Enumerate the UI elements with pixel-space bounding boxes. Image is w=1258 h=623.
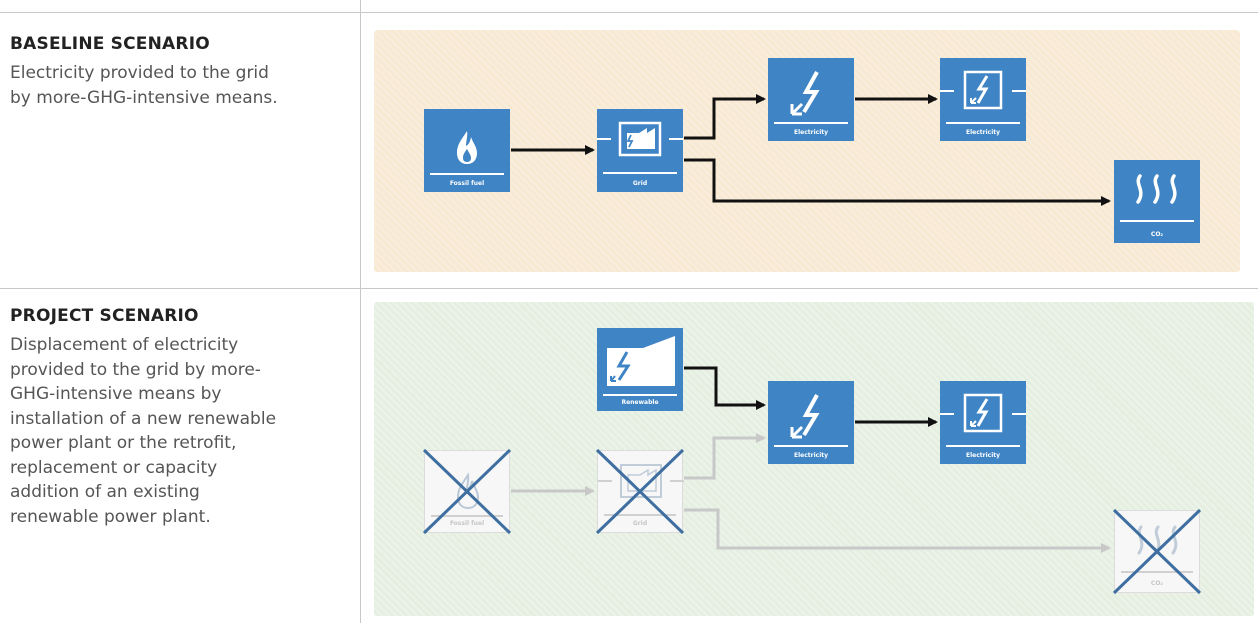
electricity-label: Electricity [965, 452, 1001, 459]
top-divider [0, 12, 1258, 13]
power-plant-icon [597, 121, 683, 157]
electricity-icon [790, 71, 820, 116]
node-rule [774, 445, 848, 447]
flame-icon [457, 131, 477, 164]
emissions-icon [1136, 174, 1177, 204]
arrow-grid-to-electricity [684, 94, 766, 140]
electricity-icon [790, 394, 820, 439]
node-rule [431, 515, 503, 517]
co2-label: CO₂ [1150, 580, 1164, 587]
arrow-grid-to-co2 [684, 158, 1111, 206]
node-rule [774, 122, 848, 124]
project-electricity-node-1: Electricity [768, 381, 854, 464]
middle-divider [0, 288, 1258, 289]
electricity-label: Electricity [965, 129, 1001, 136]
node-rule [1121, 571, 1193, 573]
baseline-title: BASELINE SCENARIO [10, 34, 210, 54]
faded-arrow-grid-to-electricity [684, 433, 766, 480]
electricity-label: Electricity [793, 129, 829, 136]
baseline-electricity-node-2: Electricity [940, 58, 1026, 141]
electricity-meter-icon [940, 393, 1026, 433]
baseline-fossil-fuel-node: Fossil fuel [424, 109, 510, 192]
grid-label: Grid [632, 520, 648, 527]
renewable-plant-icon [607, 336, 675, 386]
power-plant-icon [598, 464, 684, 498]
cross-co2 [1112, 508, 1202, 595]
fossil-fuel-label: Fossil fuel [449, 520, 485, 527]
cross-fossil-fuel [422, 448, 512, 535]
node-rule [430, 173, 504, 175]
node-rule [946, 445, 1020, 447]
node-rule [946, 122, 1020, 124]
arrow-renewable-to-electricity [684, 366, 766, 410]
project-renewable-node: Renewable [597, 328, 683, 411]
node-rule [603, 172, 677, 174]
baseline-description: Electricity provided to the grid by more… [10, 63, 278, 108]
column-divider [360, 0, 361, 623]
project-title: PROJECT SCENARIO [10, 306, 199, 326]
node-rule [604, 514, 676, 516]
grid-label: Grid [632, 180, 648, 187]
faded-arrow-grid-to-co2 [684, 508, 1111, 553]
renewable-label: Renewable [621, 399, 659, 406]
electricity-meter-icon [940, 70, 1026, 110]
electricity-label: Electricity [793, 452, 829, 459]
co2-label: CO₂ [1150, 231, 1164, 238]
baseline-co2-node: CO₂ [1114, 160, 1200, 243]
fossil-fuel-label: Fossil fuel [449, 180, 485, 187]
project-description: Displacement of electricity provided to … [10, 335, 277, 527]
cross-grid [595, 448, 685, 535]
node-rule [603, 394, 677, 396]
node-rule [1120, 220, 1194, 222]
project-electricity-node-2: Electricity [940, 381, 1026, 464]
baseline-electricity-node-1: Electricity [768, 58, 854, 141]
baseline-grid-node: Grid [597, 109, 683, 192]
